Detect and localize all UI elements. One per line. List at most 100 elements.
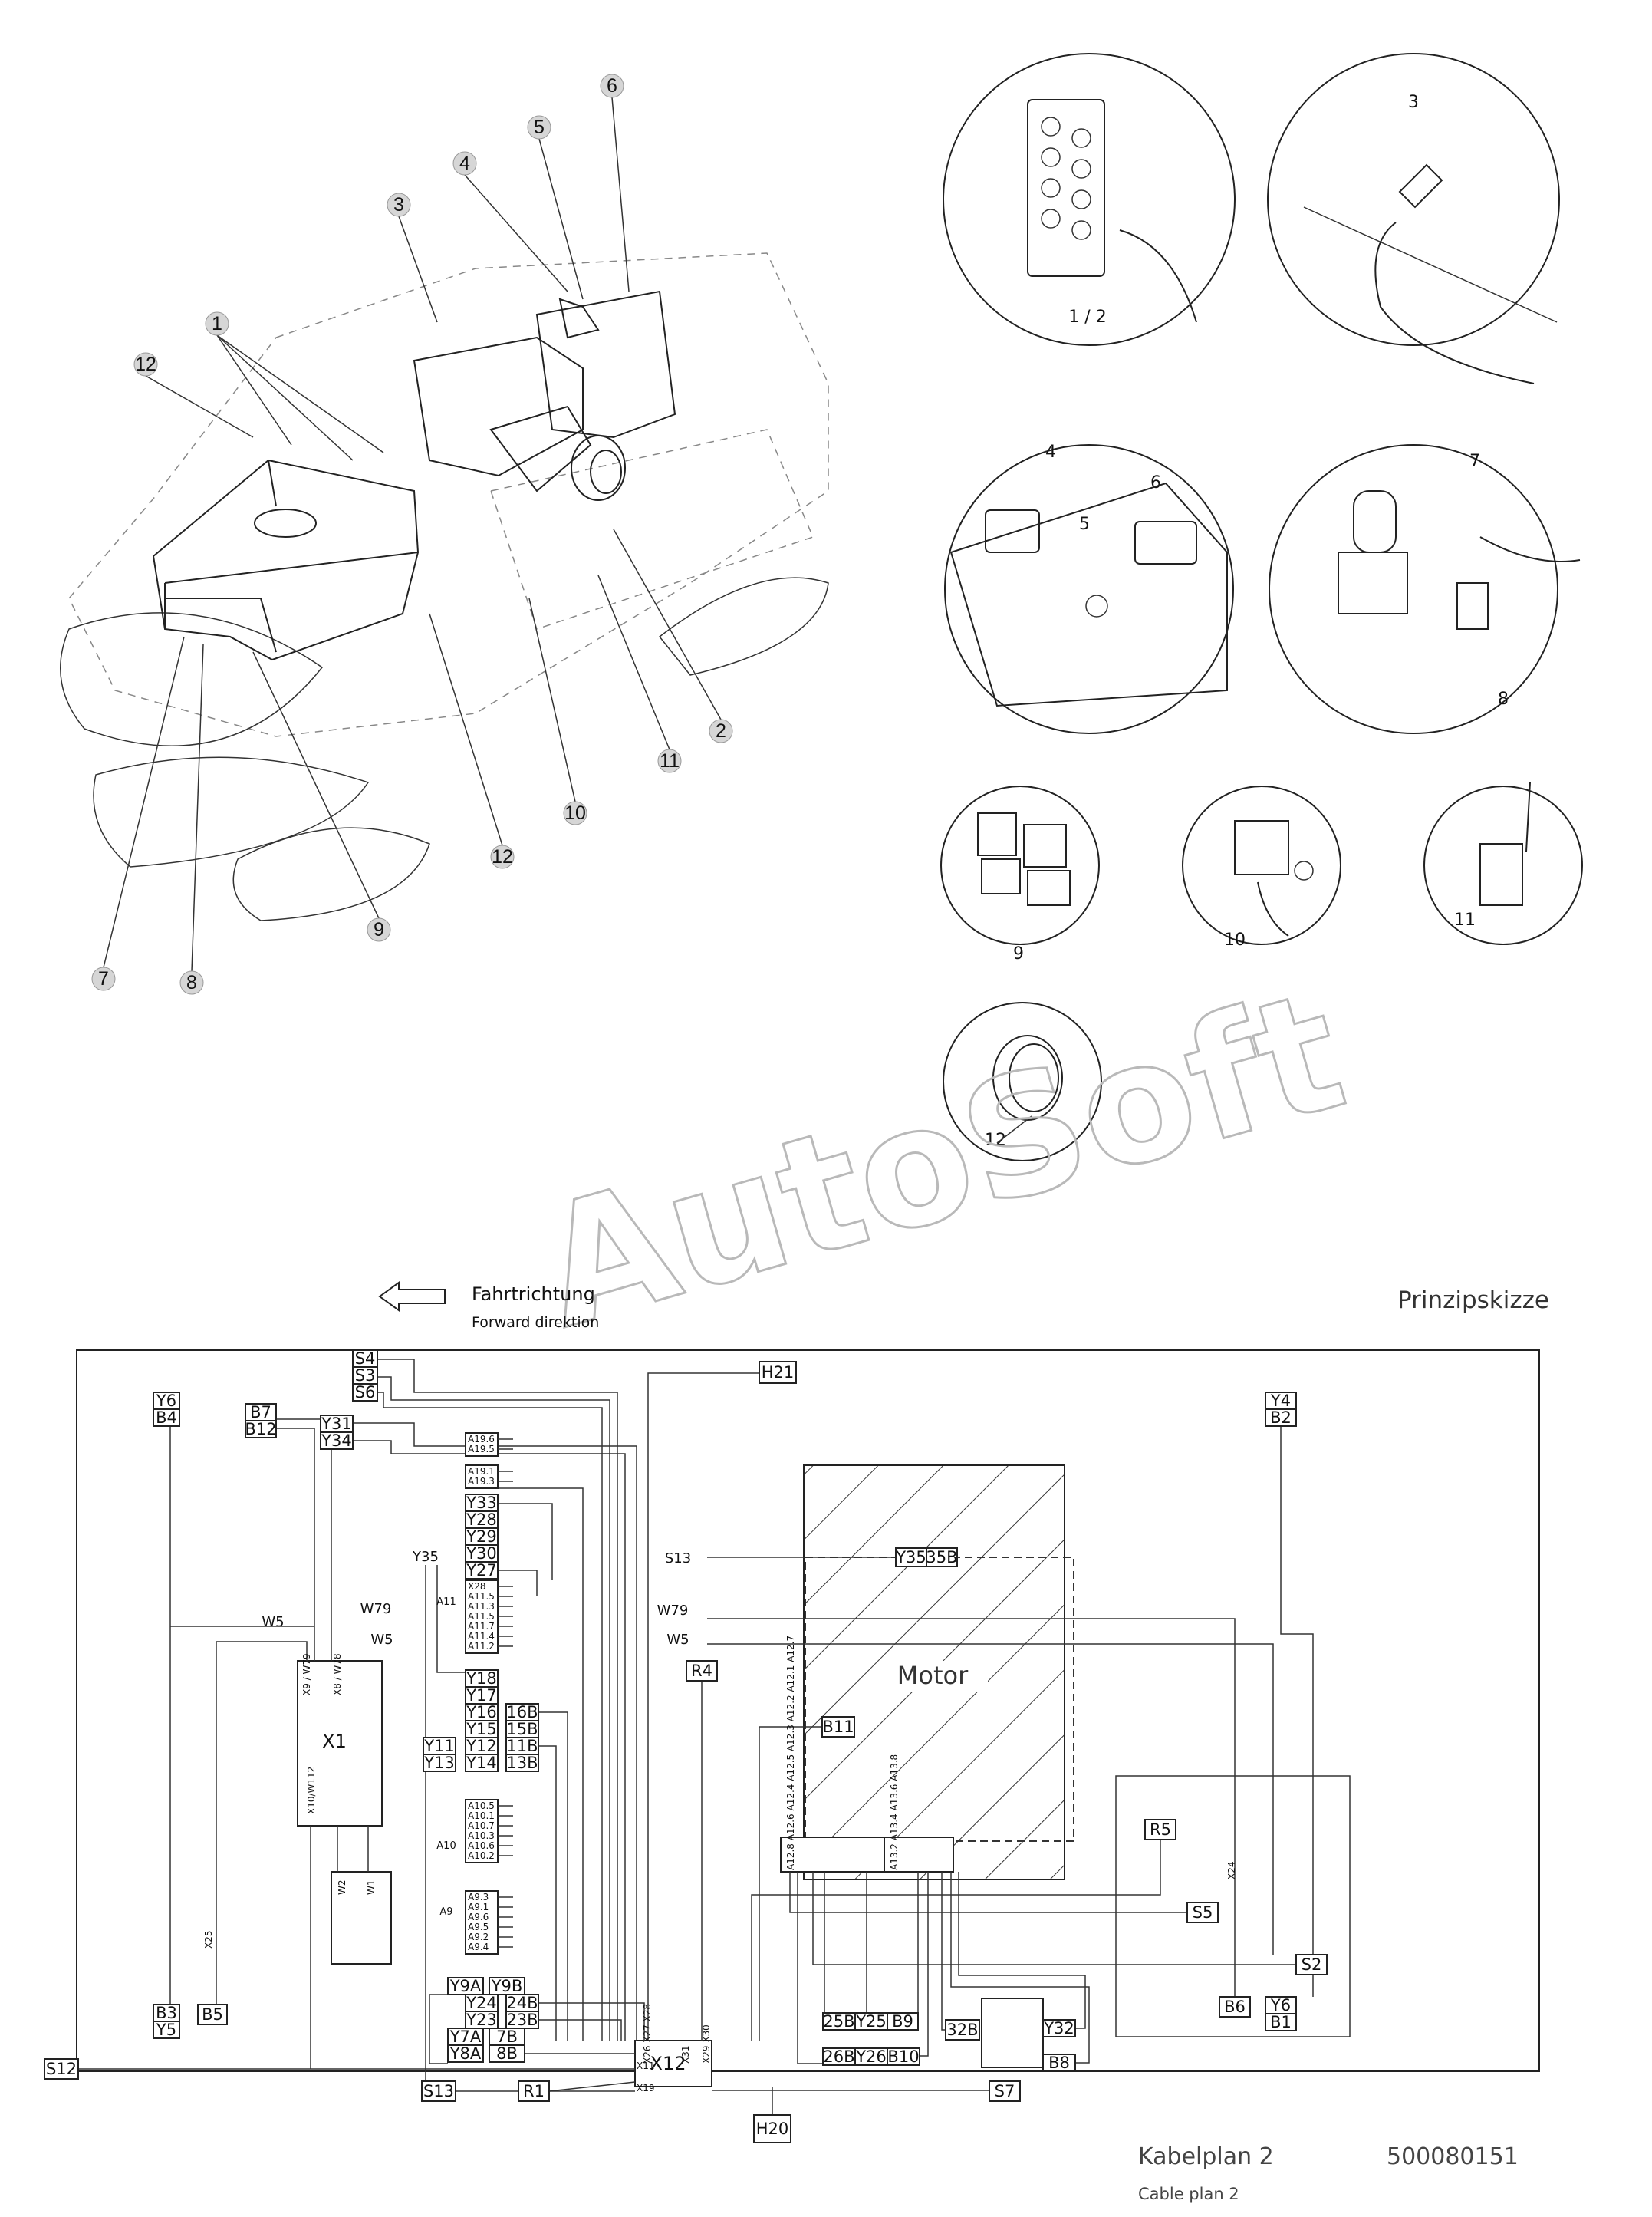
svg-text:X31: X31: [680, 2046, 691, 2064]
svg-text:X24: X24: [1226, 1862, 1237, 1880]
component-b4: B4: [153, 1408, 180, 1427]
component-label: Y26: [855, 2047, 887, 2066]
pin-label: A10.3: [468, 1830, 495, 1841]
component-label: H20: [756, 2120, 789, 2138]
component-23b: 23B: [505, 2011, 539, 2029]
component-y12: Y12: [465, 1737, 499, 1755]
component-label: 23B: [506, 2011, 538, 2029]
y32-block: [981, 1998, 1044, 2068]
detail-view-11: 11: [1423, 786, 1583, 945]
callout-label: 4: [459, 153, 470, 174]
component-label: Y13: [423, 1754, 455, 1772]
label-y35: Y35: [412, 1549, 439, 1565]
component-label: S3: [355, 1366, 376, 1385]
component-25b: 25B: [822, 2012, 856, 2031]
pin-label: A11.5: [468, 1611, 495, 1622]
pin-label: A19.3: [468, 1476, 495, 1487]
component-label: S4: [355, 1349, 376, 1368]
callout-8: 8: [179, 970, 204, 995]
detail-label: 11: [1454, 911, 1476, 930]
drawing-number: 500080151: [1387, 2143, 1519, 2170]
component-label: Y8A: [449, 2044, 482, 2063]
component-y30: Y30: [465, 1544, 499, 1563]
component-y16: Y16: [465, 1703, 499, 1721]
component-s7: S7: [989, 2080, 1021, 2102]
pin-label: A9.3: [468, 1892, 489, 1902]
x1-block: [297, 1660, 383, 1827]
component-24b: 24B: [505, 1994, 539, 2012]
component-y24: Y24: [465, 1994, 499, 2012]
component-label: S5: [1193, 1903, 1213, 1922]
x1-sub-block: [331, 1871, 392, 1965]
component-label: H21: [762, 1363, 795, 1382]
label-w79: W79: [360, 1601, 392, 1617]
component-13b: 13B: [505, 1754, 539, 1772]
component-label: Y14: [466, 1754, 497, 1772]
overview-leaders: [103, 97, 722, 972]
callout-label: 10: [564, 802, 586, 824]
group-title: A9: [439, 1906, 452, 1918]
detail-label: 12: [985, 1131, 1006, 1150]
component-label: Y6: [1270, 1996, 1291, 2014]
component-s12: S12: [44, 2058, 79, 2080]
svg-text:X8 / W78: X8 / W78: [332, 1653, 343, 1695]
pin-label: A19.6: [468, 1434, 495, 1445]
label-s13: S13: [665, 1550, 691, 1566]
pin-label: A9.4: [468, 1942, 489, 1952]
callout-label: 8: [186, 972, 197, 993]
label-x1: X1: [322, 1731, 347, 1752]
component-26b: 26B: [822, 2047, 856, 2066]
motor-dashed-outline: [805, 1557, 1074, 1842]
component-y28: Y28: [465, 1510, 499, 1529]
group-title: A10: [436, 1840, 456, 1852]
component-y7a: Y7A: [447, 2028, 484, 2046]
component-label: Y7A: [449, 2028, 482, 2046]
detail-label: 8: [1498, 690, 1509, 709]
detail-view-10: 10: [1182, 786, 1341, 950]
pin-label: A9.2: [468, 1932, 489, 1942]
detail-label: 10: [1224, 931, 1246, 950]
pin-label: A10.1: [468, 1810, 495, 1821]
component-label: B4: [156, 1408, 177, 1427]
callout-10: 10: [563, 801, 587, 825]
component-label: Y12: [466, 1737, 497, 1755]
component-s5: S5: [1186, 1902, 1219, 1923]
component-label: Y9A: [449, 1977, 482, 1995]
component-label: S13: [423, 2082, 454, 2100]
component-y9a: Y9A: [447, 1977, 484, 1995]
component-label: B6: [1224, 1998, 1246, 2016]
component-label: Y17: [466, 1686, 497, 1705]
pin-label: A10.5: [468, 1800, 495, 1811]
component-label: B10: [887, 2047, 919, 2066]
detail-view-4: 4: [944, 443, 1234, 734]
component-b3: B3: [153, 2004, 180, 2022]
pin-label: A9.5: [468, 1922, 489, 1932]
right-sensor-group: [1115, 1775, 1351, 2037]
direction-arrow: [378, 1281, 446, 1312]
component-32b: 32B: [945, 2019, 980, 2041]
callout-7: 7: [91, 967, 116, 991]
component-label: Y9B: [491, 1977, 523, 1995]
component-b11: B11: [821, 1716, 855, 1738]
svg-text:A12.8 A12.6 A12.4 A12.5 A12.3: A12.8 A12.6 A12.4 A12.5 A12.3 A12.2 A12.…: [785, 1636, 796, 1870]
component-h20: H20: [753, 2114, 791, 2143]
component-y34: Y34: [320, 1431, 354, 1450]
motor-label: Motor: [897, 1661, 969, 1690]
pin-label: A9.6: [468, 1912, 489, 1922]
component-y11: Y11: [423, 1737, 456, 1755]
callout-5: 5: [527, 115, 551, 140]
component-label: Y15: [466, 1720, 497, 1738]
component-b6: B6: [1219, 1996, 1251, 2018]
component-b10: B10: [887, 2047, 920, 2066]
component-label: R1: [523, 2082, 545, 2100]
svg-text:X26 X27 X28: X26 X27 X28: [642, 2004, 653, 2064]
svg-text:X10/W112: X10/W112: [306, 1767, 317, 1814]
footer-title-en: Cable plan 2: [1138, 2185, 1239, 2203]
callout-6: 6: [600, 74, 624, 98]
schematic-frame: [76, 1349, 1540, 2072]
component-b7: B7: [245, 1403, 277, 1421]
svg-text:X9 / W79: X9 / W79: [301, 1653, 312, 1695]
component-label: Y18: [466, 1669, 497, 1688]
component-label: R5: [1150, 1820, 1171, 1839]
